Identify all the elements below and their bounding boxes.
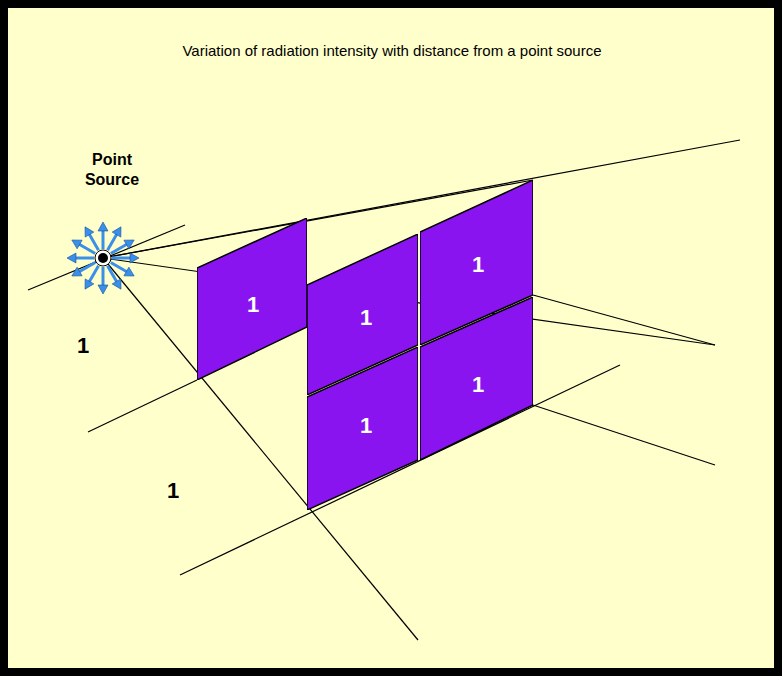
intensity-value: 1 <box>360 415 372 437</box>
intensity-square: 1 <box>307 347 418 510</box>
intensity-square: 1 <box>420 297 533 460</box>
distance-number: 1 <box>167 477 179 505</box>
intensity-value: 1 <box>247 294 259 316</box>
intensity-value: 1 <box>472 374 484 396</box>
diagram-title: Variation of radiation intensity with di… <box>182 42 601 59</box>
intensity-square: 1 <box>197 218 307 380</box>
intensity-value: 1 <box>472 254 484 276</box>
source-label: Point Source <box>77 150 147 190</box>
distance-number: 1 <box>77 332 89 360</box>
point-source-symbol <box>67 222 139 294</box>
intensity-value: 1 <box>360 307 372 329</box>
